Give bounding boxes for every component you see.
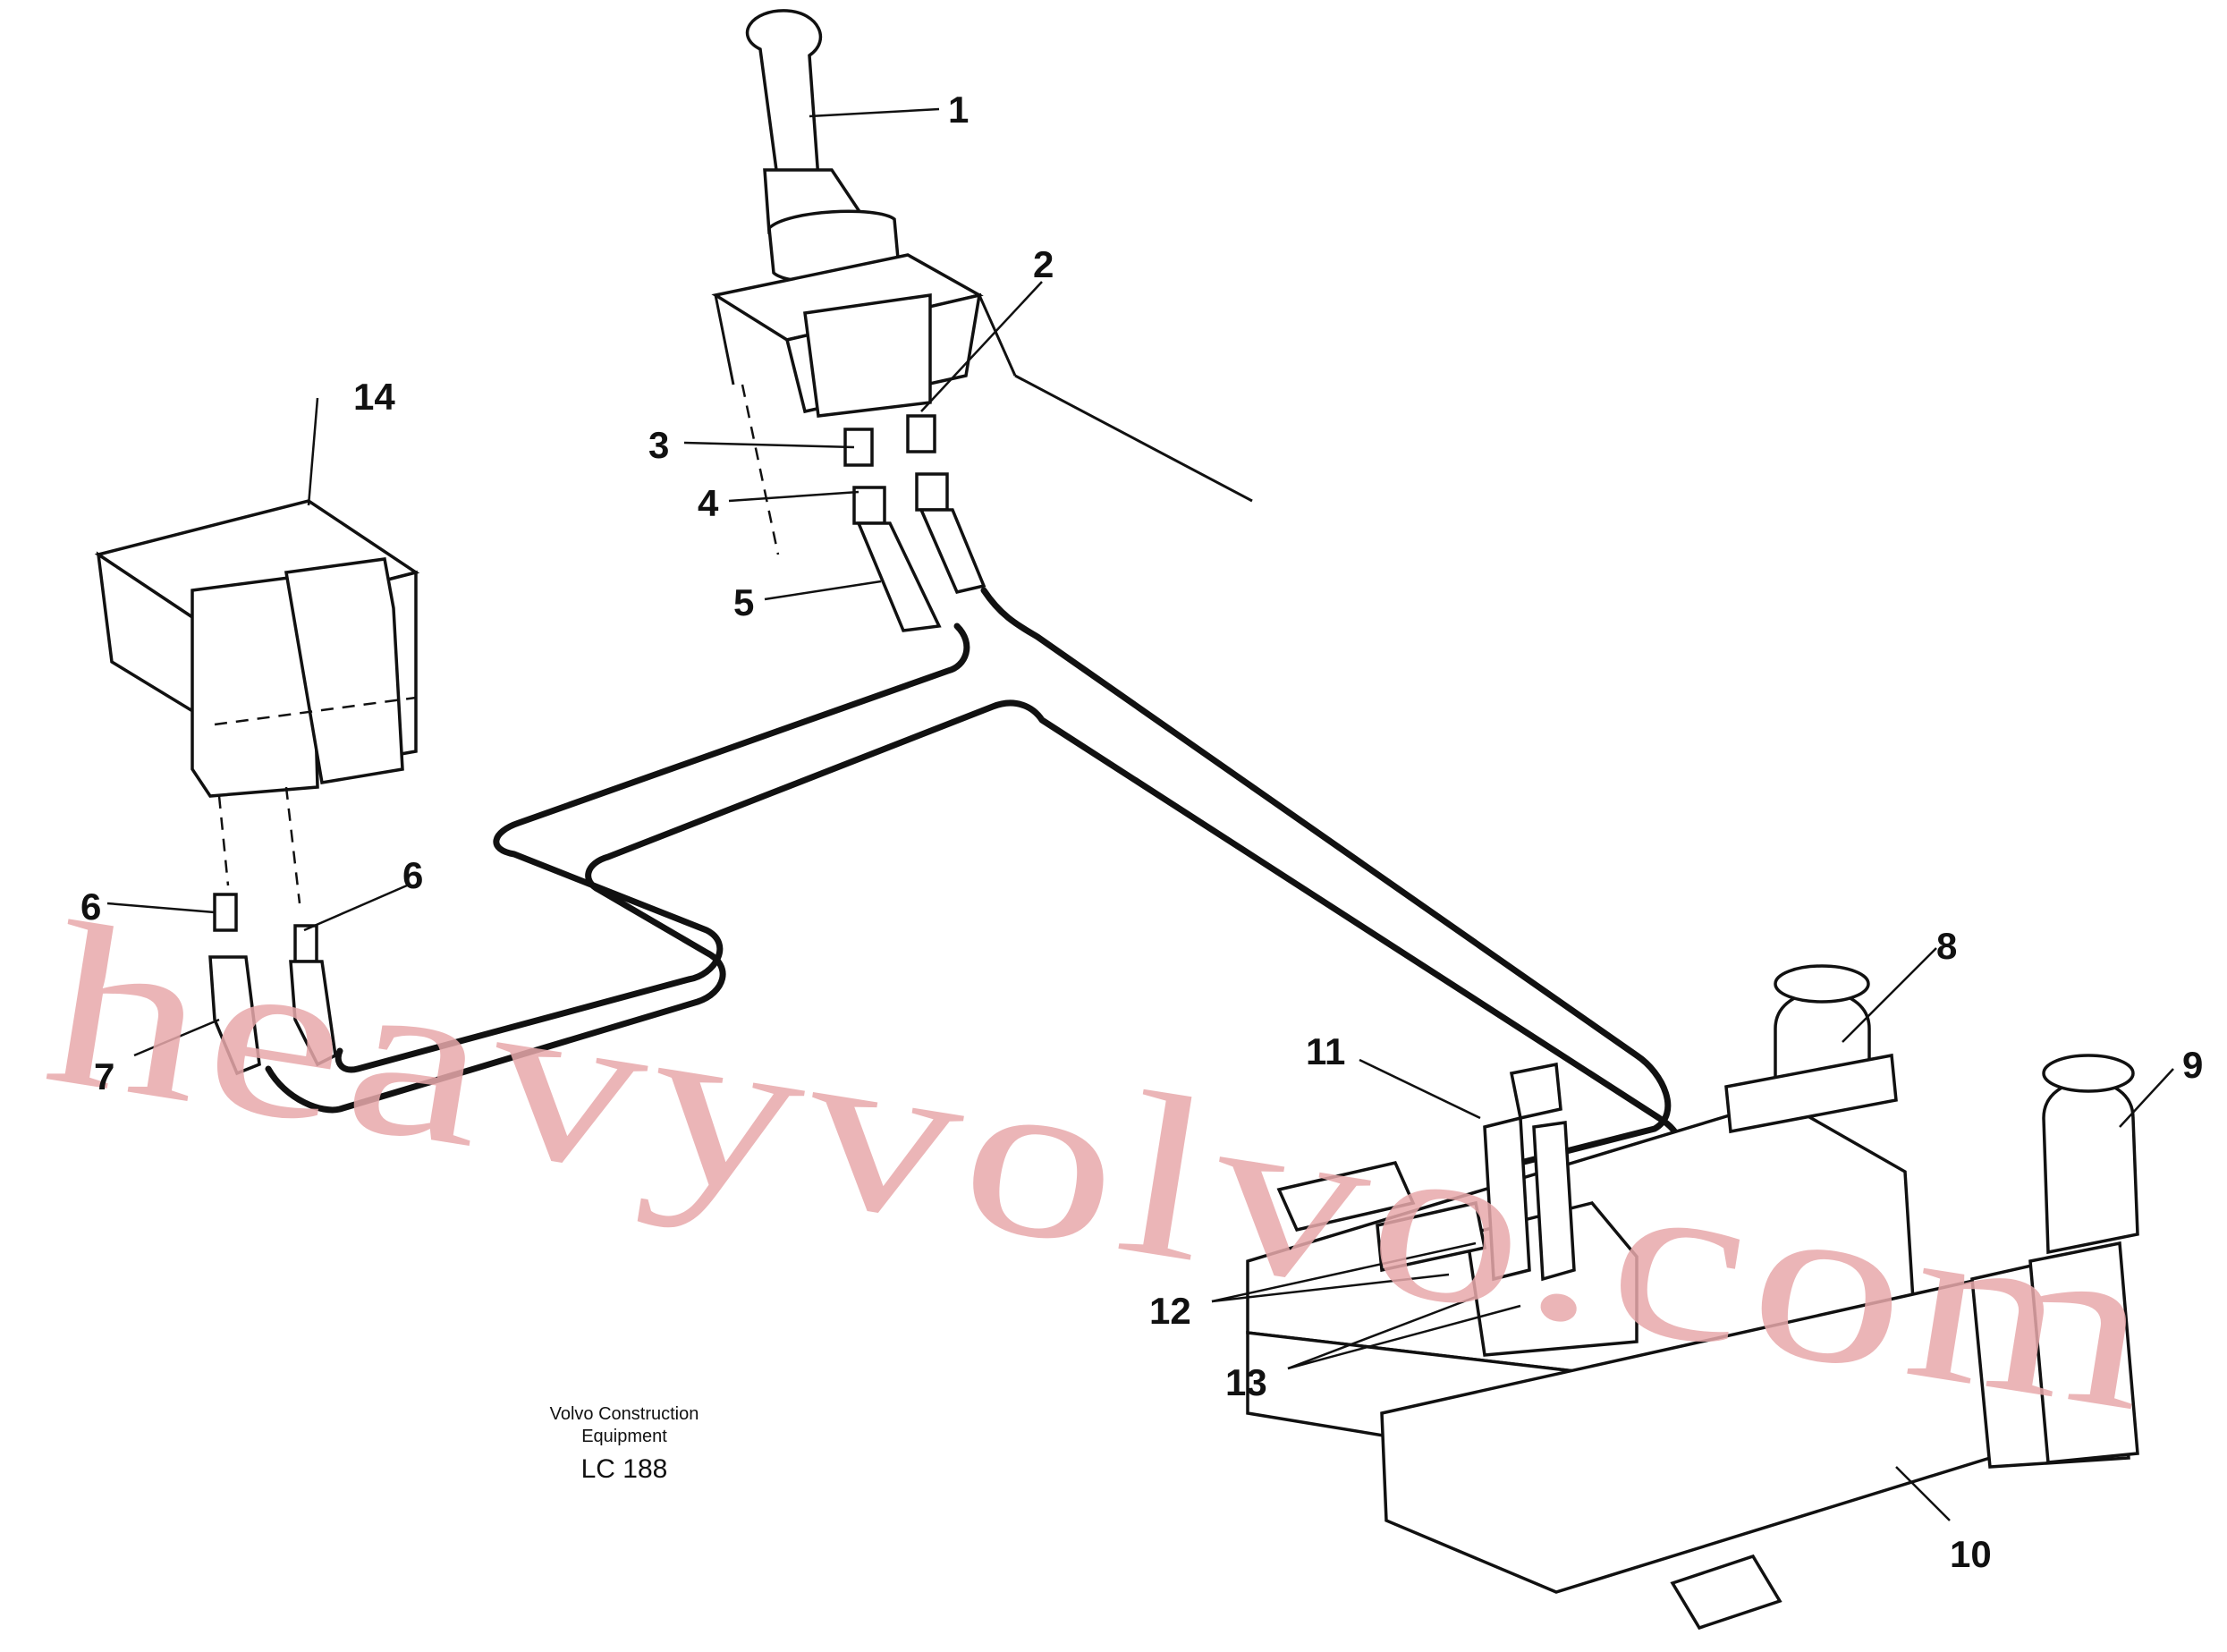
- part-label-11: 11: [1306, 1030, 1345, 1072]
- part-label-9: 9: [2182, 1044, 2203, 1086]
- part-labels: 1 2 3 4 5 14 6 6 7 8 9 10 11 12 13: [80, 89, 2203, 1575]
- part-label-3: 3: [648, 424, 669, 466]
- part-label-4: 4: [698, 482, 719, 524]
- control-lever: [711, 9, 1253, 555]
- credit-line-1: Volvo Construction: [550, 1404, 699, 1424]
- watermark: heavyvolvo.com: [32, 874, 2175, 1461]
- hose-assembly-5: [856, 508, 986, 632]
- hoses-7: [208, 955, 337, 1076]
- part-label-6-right: 6: [402, 854, 423, 896]
- part-label-2: 2: [1033, 243, 1054, 285]
- pilot-lines: [265, 587, 1683, 1207]
- part-label-8: 8: [1936, 925, 1957, 967]
- part-label-6-left: 6: [80, 885, 101, 928]
- credit-block: Volvo Construction Equipment LC 188: [550, 1404, 699, 1484]
- leader-lines: [106, 107, 2174, 1521]
- part-label-7: 7: [94, 1055, 114, 1097]
- pilot-valve-block: [94, 499, 420, 963]
- drawing-code: LC 188: [581, 1454, 668, 1484]
- part-label-13: 13: [1225, 1361, 1267, 1403]
- credit-line-2: Equipment: [581, 1427, 667, 1446]
- main-control-valve: [1246, 964, 2139, 1631]
- part-label-5: 5: [733, 581, 754, 623]
- part-label-14: 14: [353, 376, 395, 418]
- part-label-12: 12: [1149, 1290, 1191, 1332]
- part-label-10: 10: [1950, 1533, 1992, 1575]
- part-label-1: 1: [948, 89, 969, 131]
